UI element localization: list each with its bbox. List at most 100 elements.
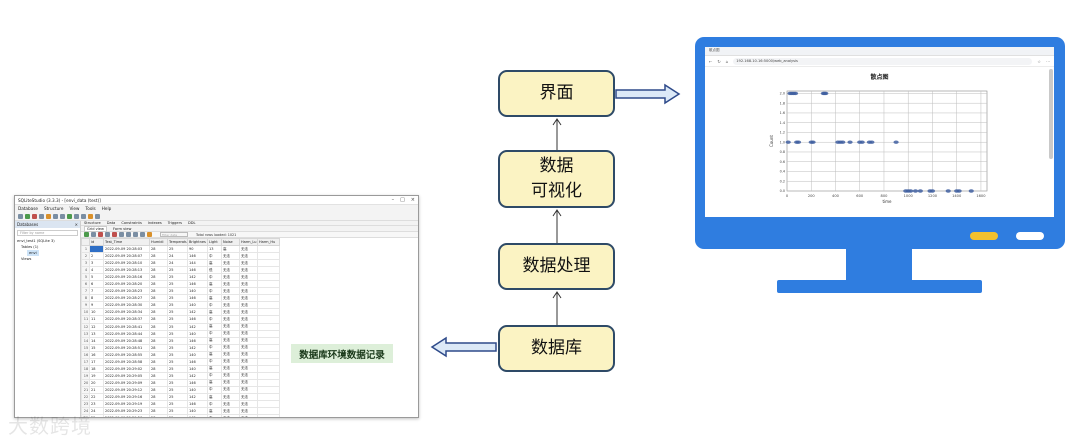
- grid-cell[interactable]: [257, 414, 280, 417]
- grid-cell[interactable]: 28: [149, 294, 168, 303]
- row-number[interactable]: 18: [81, 364, 90, 373]
- grid-cell[interactable]: 高: [207, 308, 222, 317]
- grid-cell[interactable]: 高: [207, 336, 222, 345]
- grid-cell[interactable]: 高: [207, 280, 222, 289]
- grid-cell[interactable]: 28: [149, 378, 168, 387]
- grid-cell[interactable]: 25: [167, 308, 188, 317]
- grid-cell[interactable]: 140: [187, 385, 208, 394]
- edit-db-icon[interactable]: [39, 213, 44, 219]
- refresh-data-icon[interactable]: [84, 232, 89, 237]
- prev-page-icon[interactable]: [126, 232, 131, 237]
- grid-cell[interactable]: 无法: [239, 414, 258, 417]
- grid-cell[interactable]: 5: [89, 273, 104, 282]
- grid-cell[interactable]: [257, 266, 280, 275]
- back-icon[interactable]: ←: [709, 58, 713, 64]
- new-index-icon[interactable]: [67, 213, 72, 219]
- grid-cell[interactable]: 28: [149, 350, 168, 359]
- grid-cell[interactable]: 无法: [221, 259, 240, 268]
- grid-cell[interactable]: 高: [207, 407, 222, 416]
- export-icon[interactable]: [147, 232, 152, 237]
- grid-cell[interactable]: [257, 294, 280, 303]
- grid-cell[interactable]: 90: [187, 244, 208, 254]
- column-header[interactable]: Harm_Lu: [239, 238, 258, 246]
- grid-cell[interactable]: 无法: [239, 343, 258, 352]
- grid-cell[interactable]: 无法: [221, 392, 240, 402]
- tab-ddl[interactable]: DDL: [187, 221, 196, 225]
- tab-data[interactable]: Data: [106, 221, 116, 225]
- row-number[interactable]: 14: [81, 336, 90, 345]
- grid-cell[interactable]: 25: [167, 301, 188, 310]
- row-number[interactable]: 16: [81, 350, 90, 359]
- grid-cell[interactable]: 16: [89, 350, 104, 359]
- column-header[interactable]: Humidi: [149, 238, 168, 246]
- grid-cell[interactable]: 28: [149, 287, 168, 296]
- grid-cell[interactable]: 2022-09-09 20:28:07: [103, 252, 150, 261]
- grid-cell[interactable]: 无法: [221, 357, 240, 366]
- row-number[interactable]: 13: [81, 329, 90, 338]
- grid-cell[interactable]: [257, 308, 280, 317]
- grid-cell[interactable]: 28: [149, 385, 168, 394]
- grid-cell[interactable]: 中: [207, 357, 222, 366]
- grid-cell[interactable]: 25: [167, 315, 188, 324]
- grid-cell[interactable]: 中: [207, 287, 222, 296]
- remove-db-icon[interactable]: [32, 213, 37, 219]
- grid-cell[interactable]: 无法: [239, 392, 258, 402]
- menu-help[interactable]: Help: [101, 206, 112, 211]
- row-number[interactable]: 8: [81, 294, 90, 303]
- column-header[interactable]: Light: [207, 238, 222, 246]
- row-number[interactable]: 17: [81, 357, 90, 366]
- grid-cell[interactable]: 2022-09-09 20:29:12: [103, 385, 150, 394]
- grid-cell[interactable]: 2022-09-09 20:28:23: [103, 287, 150, 296]
- new-view-icon[interactable]: [81, 213, 86, 219]
- grid-cell[interactable]: 146: [187, 280, 208, 289]
- grid-cell[interactable]: 无法: [221, 266, 240, 275]
- column-header[interactable]: Test_Time: [103, 238, 150, 246]
- grid-cell[interactable]: 142: [187, 308, 208, 317]
- grid-cell[interactable]: 140: [187, 329, 208, 338]
- grid-cell[interactable]: 2022-09-09 20:29:23: [103, 407, 150, 416]
- grid-cell[interactable]: 25: [167, 329, 188, 338]
- grid-cell[interactable]: 无法: [221, 280, 240, 289]
- grid-cell[interactable]: 28: [149, 244, 168, 254]
- grid-cell[interactable]: 无法: [221, 308, 240, 317]
- window-tile-icon[interactable]: [95, 213, 100, 219]
- grid-cell[interactable]: [257, 315, 280, 324]
- grid-cell[interactable]: 无法: [239, 378, 258, 387]
- grid-cell[interactable]: 142: [187, 392, 208, 402]
- grid-cell[interactable]: 无法: [221, 350, 240, 359]
- grid-cell[interactable]: 7: [89, 287, 104, 296]
- grid-cell[interactable]: 146: [187, 315, 208, 324]
- last-page-icon[interactable]: [140, 232, 145, 237]
- grid-cell[interactable]: 2022-09-09 20:28:03: [103, 244, 150, 254]
- grid-cell[interactable]: 142: [187, 322, 208, 331]
- grid-cell[interactable]: 无法: [239, 336, 258, 345]
- grid-cell[interactable]: 28: [149, 336, 168, 345]
- row-number[interactable]: 7: [81, 287, 90, 296]
- grid-cell[interactable]: 高: [221, 244, 240, 254]
- grid-cell[interactable]: 25: [167, 400, 188, 409]
- menu-view[interactable]: View: [69, 206, 80, 211]
- grid-cell[interactable]: 146: [187, 336, 208, 345]
- row-number[interactable]: 1: [81, 244, 90, 254]
- row-number[interactable]: 11: [81, 315, 90, 324]
- grid-cell[interactable]: 高: [207, 322, 222, 331]
- tab-form-view[interactable]: Form view: [112, 226, 132, 231]
- first-page-icon[interactable]: [119, 232, 124, 237]
- tab-constraints[interactable]: Constraints: [121, 221, 142, 225]
- grid-cell[interactable]: 15: [89, 343, 104, 352]
- grid-cell[interactable]: 28: [149, 371, 168, 380]
- grid-cell[interactable]: 21: [89, 385, 104, 394]
- grid-cell[interactable]: 无法: [221, 385, 240, 394]
- grid-cell[interactable]: 2022-09-09 20:28:20: [103, 280, 150, 289]
- grid-cell[interactable]: 无法: [239, 357, 258, 366]
- grid-cell[interactable]: 28: [149, 322, 168, 331]
- browser-menu-icon[interactable]: ⋯: [1046, 58, 1050, 64]
- grid-cell[interactable]: 140: [187, 301, 208, 310]
